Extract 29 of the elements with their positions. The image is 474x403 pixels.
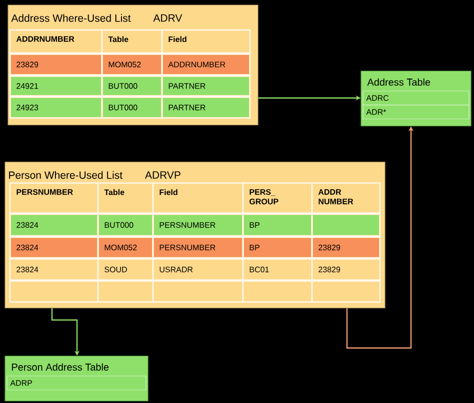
- table-cell: BP: [242, 213, 313, 237]
- table-cell: 24921: [9, 75, 103, 97]
- header-cell: Table: [101, 29, 163, 54]
- table-cell: MOM052: [101, 53, 163, 76]
- table-cell: BP: [242, 236, 313, 259]
- table-cell: PARTNER: [161, 75, 251, 97]
- header-cell: Field: [161, 29, 251, 54]
- table-cell: BUT000: [101, 75, 163, 97]
- table-cell: 23829: [9, 53, 103, 76]
- table-cell: 23824: [9, 258, 99, 281]
- header-cell: Table: [97, 182, 154, 214]
- table-cell: USRADR: [152, 258, 244, 281]
- header-cell: ADDRNUMBER: [9, 29, 103, 54]
- table-cell: ADDRNUMBER: [161, 53, 251, 76]
- table-cell: BUT000: [101, 96, 163, 119]
- table-cell: 24923: [9, 96, 103, 119]
- table-cell: 23829: [311, 236, 381, 259]
- header-cell: PERS_ GROUP: [242, 182, 313, 214]
- header-cell: ADDR NUMBER: [311, 182, 381, 214]
- table-cell: MOM052: [97, 236, 154, 259]
- table-cell: 23829: [311, 258, 381, 281]
- table-cell: BUT000: [97, 213, 154, 237]
- table-cell: SOUD: [97, 258, 154, 281]
- header-cell: PERSNUMBER: [9, 182, 99, 214]
- table-cell: BC01: [242, 258, 313, 281]
- table-box: Person Address Table ADRP: [4, 356, 148, 402]
- table-cell: PARTNER: [161, 96, 251, 119]
- table-box: Address Table ADRC ADR*: [360, 70, 472, 126]
- header-cell: Field: [152, 182, 244, 214]
